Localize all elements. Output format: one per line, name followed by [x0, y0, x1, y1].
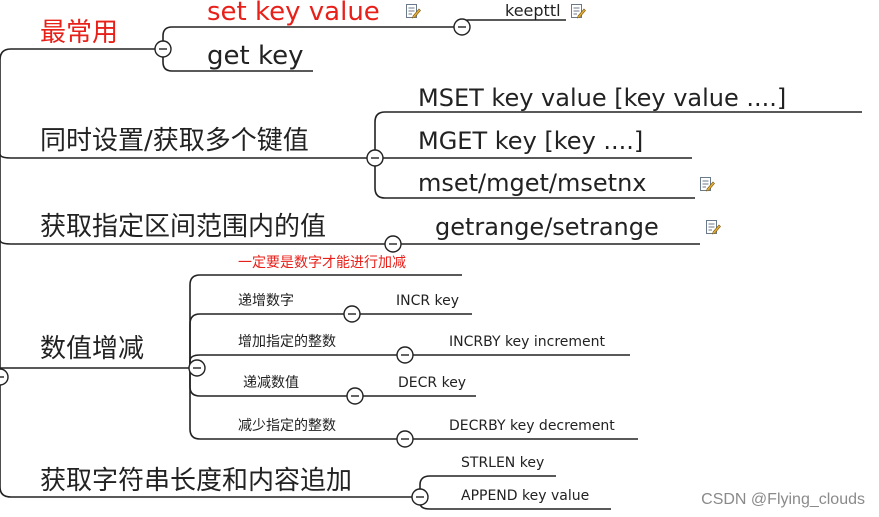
collapse-incr-icon[interactable]	[343, 305, 361, 323]
collapse-decrby-icon[interactable]	[396, 430, 414, 448]
node-decrease-by-int[interactable]: 减少指定的整数	[238, 418, 336, 434]
topic-getrange[interactable]: 获取指定区间范围内的值	[40, 212, 327, 242]
node-set-key-value[interactable]: set key value	[207, 0, 380, 27]
topic-multi-set-get[interactable]: 同时设置/获取多个键值	[40, 126, 309, 156]
node-decrby[interactable]: DECRBY key decrement	[449, 418, 615, 434]
note-edit-icon[interactable]	[405, 3, 421, 19]
node-mset-mget-msetnx[interactable]: mset/mget/msetnx	[418, 169, 647, 197]
node-increase-by-int[interactable]: 增加指定的整数	[238, 334, 336, 350]
collapse-topic-1-icon[interactable]	[154, 40, 172, 58]
node-mget[interactable]: MGET key [key ....]	[418, 127, 644, 155]
node-append-key-value[interactable]: APPEND key value	[461, 488, 590, 504]
node-incr-key[interactable]: INCR key	[396, 293, 460, 309]
node-incrby[interactable]: INCRBY key increment	[449, 334, 606, 350]
collapse-set-key-icon[interactable]	[453, 18, 471, 36]
note-edit-icon[interactable]	[699, 176, 715, 192]
node-decrement-number[interactable]: 递减数值	[243, 375, 299, 391]
node-keepttl[interactable]: keepttl	[505, 1, 561, 20]
collapse-topic-4-icon[interactable]	[188, 359, 206, 377]
collapse-incrby-icon[interactable]	[396, 346, 414, 364]
watermark: CSDN @Flying_clouds	[701, 491, 865, 508]
collapse-decr-icon[interactable]	[346, 387, 364, 405]
collapse-root-icon[interactable]	[0, 368, 9, 386]
note-edit-icon[interactable]	[570, 3, 586, 19]
node-get-key[interactable]: get key	[207, 41, 304, 71]
collapse-topic-2-icon[interactable]	[366, 149, 384, 167]
topic-strlen-append[interactable]: 获取字符串长度和内容追加	[40, 466, 353, 496]
topic-most-used[interactable]: 最常用	[40, 18, 119, 48]
node-decr-key[interactable]: DECR key	[398, 375, 467, 391]
node-numbers-only-note[interactable]: 一定要是数字才能进行加减	[238, 255, 406, 271]
node-getrange-setrange[interactable]: getrange/setrange	[435, 213, 659, 241]
collapse-topic-3-icon[interactable]	[384, 235, 402, 253]
collapse-topic-5-icon[interactable]	[411, 488, 429, 506]
node-mset[interactable]: MSET key value [key value ....]	[418, 84, 787, 112]
note-edit-icon[interactable]	[705, 219, 721, 235]
node-increment-number[interactable]: 递增数字	[238, 293, 294, 309]
topic-incr-decr[interactable]: 数值增减	[40, 334, 145, 364]
node-strlen-key[interactable]: STRLEN key	[461, 455, 545, 471]
